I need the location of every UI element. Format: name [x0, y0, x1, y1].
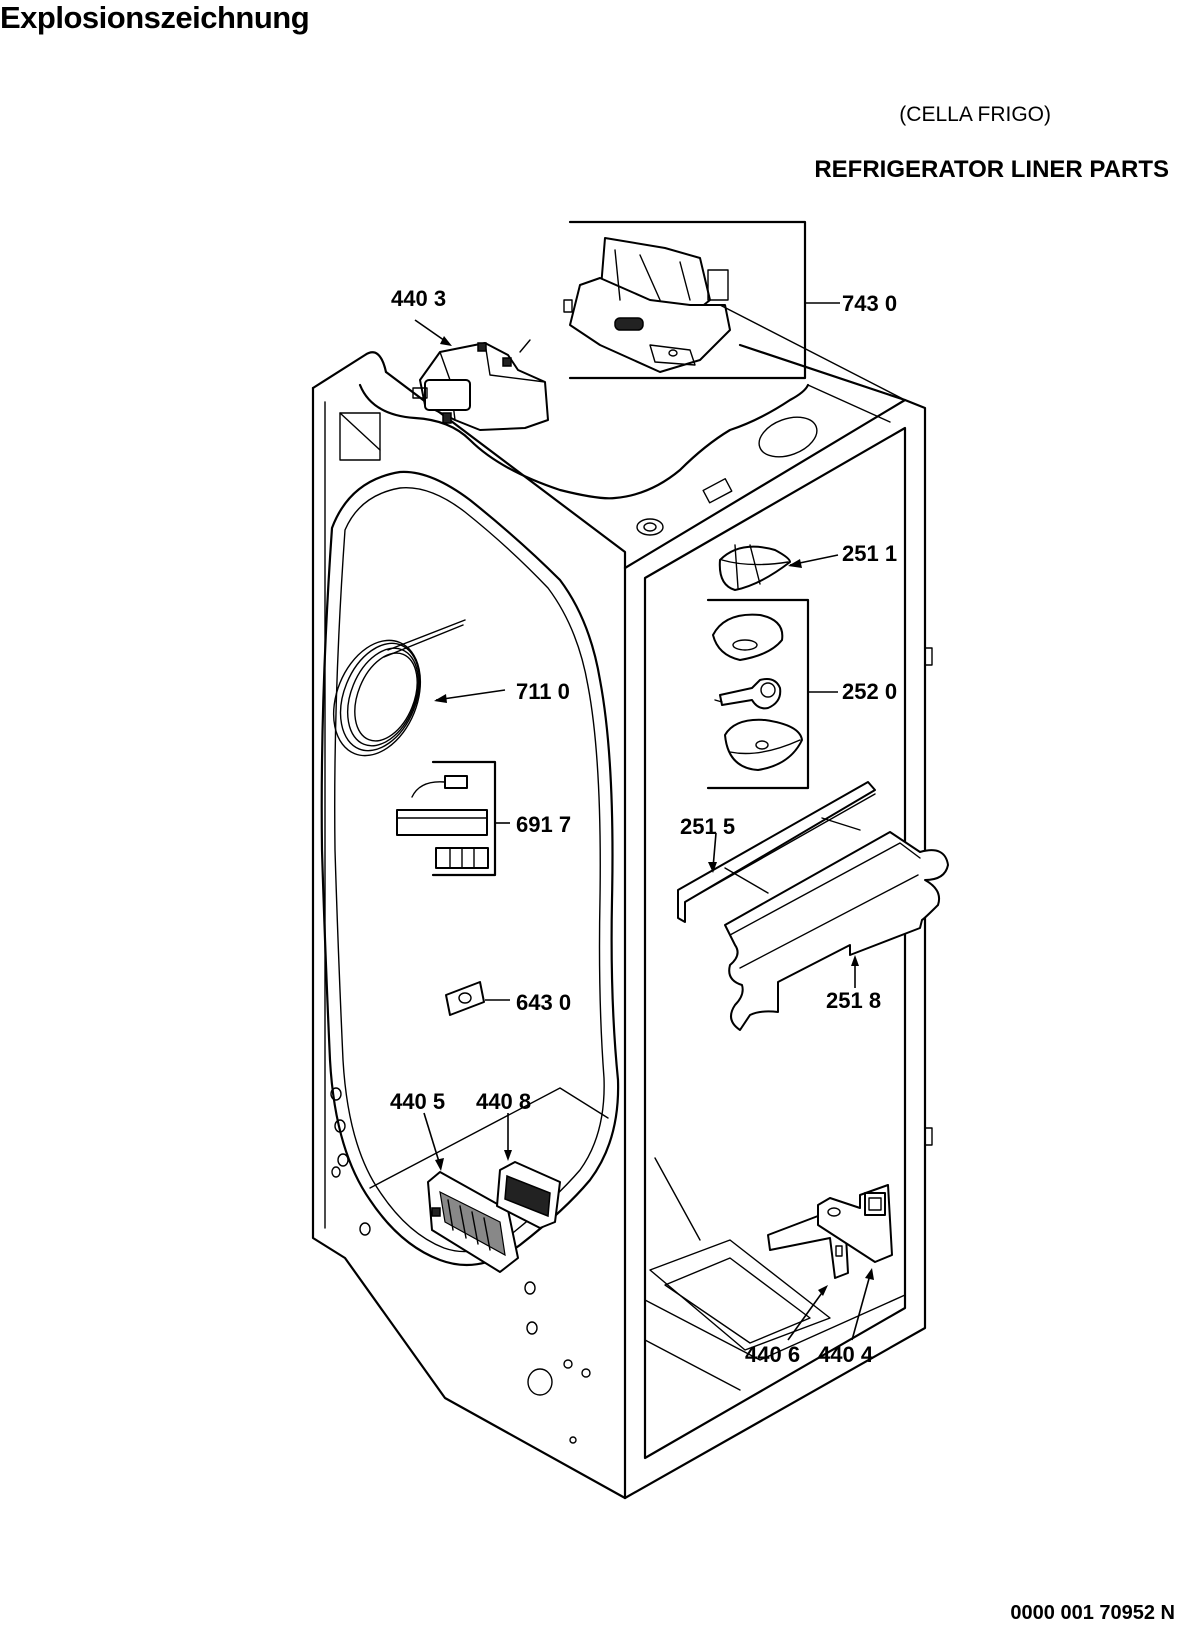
part-251-5[interactable] [677, 781, 876, 923]
part-743-0[interactable] [563, 220, 807, 380]
document-number: 0000 001 70952 N [1010, 1602, 1175, 1624]
callout-251-5: 251 5 [680, 814, 735, 839]
part-711-0[interactable] [317, 619, 466, 769]
part-440-5[interactable] [427, 1171, 519, 1273]
part-440-8[interactable] [496, 1161, 561, 1229]
page-title: Explosionszeichnung [0, 0, 310, 35]
part-691-7[interactable] [396, 760, 497, 877]
callout-711-0: 711 0 [516, 679, 570, 704]
part-440-3[interactable] [412, 342, 549, 431]
callout-251-1: 251 1 [842, 541, 897, 566]
callout-251-8: 251 8 [826, 988, 881, 1013]
part-643-0[interactable] [445, 981, 485, 1016]
callout-440-5: 440 5 [390, 1089, 445, 1114]
callout-643-0: 643 0 [516, 990, 571, 1015]
liner-cabinet [311, 343, 933, 1500]
callout-252-0: 252 0 [842, 679, 897, 704]
callout-691-7: 691 7 [516, 812, 571, 837]
subtitle-english: REFRIGERATOR LINER PARTS [814, 156, 1169, 183]
callout-743-0: 743 0 [842, 291, 897, 316]
part-440-4[interactable] [817, 1184, 893, 1263]
callout-440-6: 440 6 [745, 1342, 800, 1367]
subtitle-italian: (CELLA FRIGO) [899, 103, 1051, 126]
callout-440-8: 440 8 [476, 1089, 531, 1114]
part-252-0[interactable] [706, 598, 810, 790]
part-251-1[interactable] [718, 544, 791, 591]
callout-440-4: 440 4 [818, 1342, 874, 1367]
callout-440-3: 440 3 [391, 286, 446, 311]
part-251-8[interactable] [724, 831, 949, 1031]
side-holes [330, 1087, 591, 1444]
